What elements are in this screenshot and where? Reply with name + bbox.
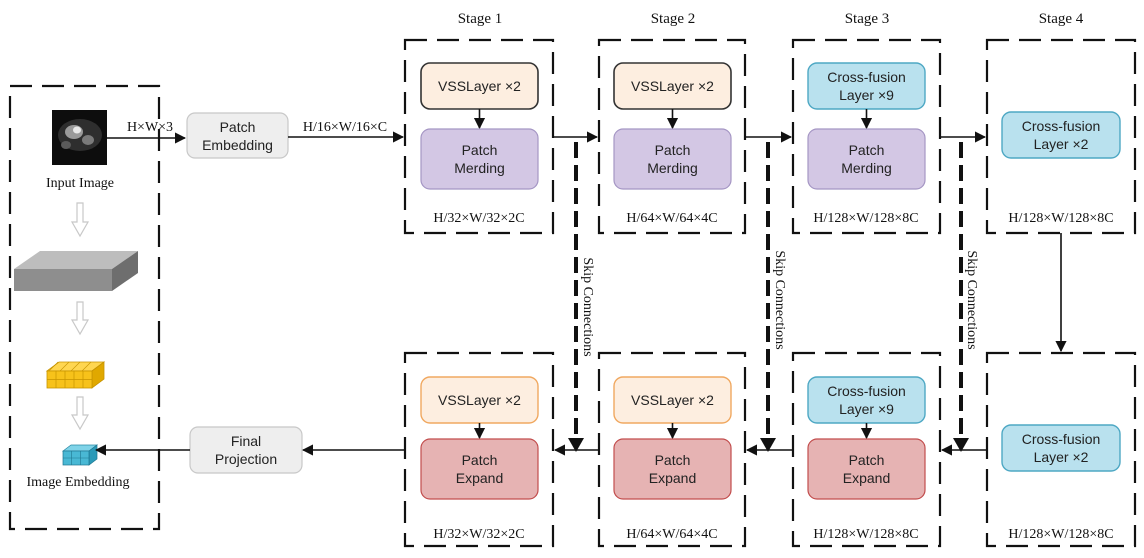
svg-text:VSSLayer ×2: VSSLayer ×2 bbox=[631, 78, 714, 94]
input-embedding-panel: Input Image Image Embedding bbox=[8, 84, 161, 531]
dims-label: H/32×W/32×2C bbox=[433, 527, 524, 542]
svg-text:Cross-fusion: Cross-fusion bbox=[827, 69, 906, 85]
cross-fusion-layer-block: Cross-fusion Layer ×9 bbox=[807, 62, 926, 110]
bottleneck-stage-4-bottom: Cross-fusion Layer ×2 H/128×W/128×8C bbox=[985, 351, 1137, 548]
decoder-stage-1: VSSLayer ×2 Patch Expand H/32×W/32×2C bbox=[403, 351, 555, 548]
input-dims-label: H×W×3 bbox=[127, 120, 173, 135]
svg-text:Patch: Patch bbox=[462, 142, 498, 158]
encoder-stage-1: VSSLayer ×2 Patch Merding H/32×W/32×2C bbox=[403, 38, 555, 235]
svg-text:VSSLayer ×2: VSSLayer ×2 bbox=[438, 392, 521, 408]
skip-connections-label: Skip Connections bbox=[964, 250, 979, 349]
patch-merging-block: Patch Merding bbox=[613, 128, 732, 190]
embedding-cube-icon bbox=[61, 444, 99, 466]
svg-text:VSSLayer ×2: VSSLayer ×2 bbox=[631, 392, 714, 408]
svg-text:Expand: Expand bbox=[843, 470, 890, 486]
input-image-thumbnail bbox=[52, 110, 107, 165]
patch-grid-icon bbox=[45, 361, 106, 389]
svg-text:Layer ×9: Layer ×9 bbox=[839, 401, 894, 417]
down-arrow-icon bbox=[70, 301, 90, 336]
svg-text:Merding: Merding bbox=[841, 160, 892, 176]
svg-text:Embedding: Embedding bbox=[202, 137, 273, 153]
decoder-stage-3: Cross-fusion Layer ×9 Patch Expand H/128… bbox=[791, 351, 942, 548]
svg-text:Cross-fusion: Cross-fusion bbox=[1022, 118, 1101, 134]
patch-expand-block: Patch Expand bbox=[420, 438, 539, 500]
bottleneck-stage-4-top: Cross-fusion Layer ×2 H/128×W/128×8C bbox=[985, 38, 1137, 235]
stage-3-header: Stage 3 bbox=[845, 11, 890, 27]
patch-embedding-block: Patch Embedding bbox=[186, 112, 289, 159]
input-image-label: Input Image bbox=[46, 176, 114, 191]
svg-text:Layer ×9: Layer ×9 bbox=[839, 87, 894, 103]
patch-expand-block: Patch Expand bbox=[807, 438, 926, 500]
skip-connection-1: Skip Connections bbox=[568, 142, 595, 452]
left-dashed-frame bbox=[8, 84, 161, 531]
svg-text:Layer ×2: Layer ×2 bbox=[1034, 449, 1089, 465]
skip-connections-label: Skip Connections bbox=[772, 250, 787, 349]
dims-label: H/128×W/128×8C bbox=[1008, 527, 1113, 542]
down-arrow-icon bbox=[70, 396, 90, 431]
cross-fusion-layer-block: Cross-fusion Layer ×9 bbox=[807, 376, 926, 424]
dims-label: H/64×W/64×4C bbox=[626, 211, 717, 226]
stage-2-header: Stage 2 bbox=[651, 11, 696, 27]
patch-embed-dims-label: H/16×W/16×C bbox=[303, 120, 387, 135]
svg-text:Merding: Merding bbox=[454, 160, 505, 176]
svg-text:Merding: Merding bbox=[647, 160, 698, 176]
svg-text:Patch: Patch bbox=[849, 142, 885, 158]
dims-label: H/128×W/128×8C bbox=[813, 211, 918, 226]
stage-4-header: Stage 4 bbox=[1039, 11, 1084, 27]
vss-layer-block: VSSLayer ×2 bbox=[420, 376, 539, 424]
svg-text:Patch: Patch bbox=[655, 452, 691, 468]
vss-layer-block: VSSLayer ×2 bbox=[613, 62, 732, 110]
vss-layer-block: VSSLayer ×2 bbox=[613, 376, 732, 424]
svg-text:Cross-fusion: Cross-fusion bbox=[827, 383, 906, 399]
cross-fusion-layer-block: Cross-fusion Layer ×2 bbox=[1001, 424, 1121, 472]
svg-text:Layer ×2: Layer ×2 bbox=[1034, 136, 1089, 152]
patch-merging-block: Patch Merding bbox=[420, 128, 539, 190]
encoder-stage-2: VSSLayer ×2 Patch Merding H/64×W/64×4C bbox=[597, 38, 747, 235]
stage-1-header: Stage 1 bbox=[458, 11, 503, 27]
svg-text:Cross-fusion: Cross-fusion bbox=[1022, 431, 1101, 447]
encoder-stage-3: Cross-fusion Layer ×9 Patch Merding H/12… bbox=[791, 38, 942, 235]
patch-expand-block: Patch Expand bbox=[613, 438, 732, 500]
image-embedding-label: Image Embedding bbox=[26, 475, 129, 490]
svg-text:Patch: Patch bbox=[849, 452, 885, 468]
down-arrow-icon bbox=[70, 202, 90, 238]
patch-merging-block: Patch Merding bbox=[807, 128, 926, 190]
svg-text:Patch: Patch bbox=[655, 142, 691, 158]
dims-label: H/128×W/128×8C bbox=[1008, 211, 1113, 226]
svg-text:Final: Final bbox=[231, 433, 261, 449]
dims-label: H/32×W/32×2C bbox=[433, 211, 524, 226]
svg-text:Patch: Patch bbox=[462, 452, 498, 468]
vss-layer-block: VSSLayer ×2 bbox=[420, 62, 539, 110]
dims-label: H/64×W/64×4C bbox=[626, 527, 717, 542]
decoder-stage-2: VSSLayer ×2 Patch Expand H/64×W/64×4C bbox=[597, 351, 747, 548]
svg-text:Expand: Expand bbox=[456, 470, 503, 486]
svg-text:Projection: Projection bbox=[215, 451, 277, 467]
dims-label: H/128×W/128×8C bbox=[813, 527, 918, 542]
feature-slab-icon bbox=[14, 251, 138, 291]
svg-text:Expand: Expand bbox=[649, 470, 696, 486]
svg-text:Patch: Patch bbox=[220, 119, 256, 135]
svg-text:VSSLayer ×2: VSSLayer ×2 bbox=[438, 78, 521, 94]
skip-connection-2: Skip Connections bbox=[760, 142, 787, 452]
skip-connections-label: Skip Connections bbox=[580, 257, 595, 356]
cross-fusion-layer-block: Cross-fusion Layer ×2 bbox=[1001, 111, 1121, 159]
final-projection-block: Final Projection bbox=[189, 426, 303, 474]
skip-connection-3: Skip Connections bbox=[953, 142, 979, 452]
